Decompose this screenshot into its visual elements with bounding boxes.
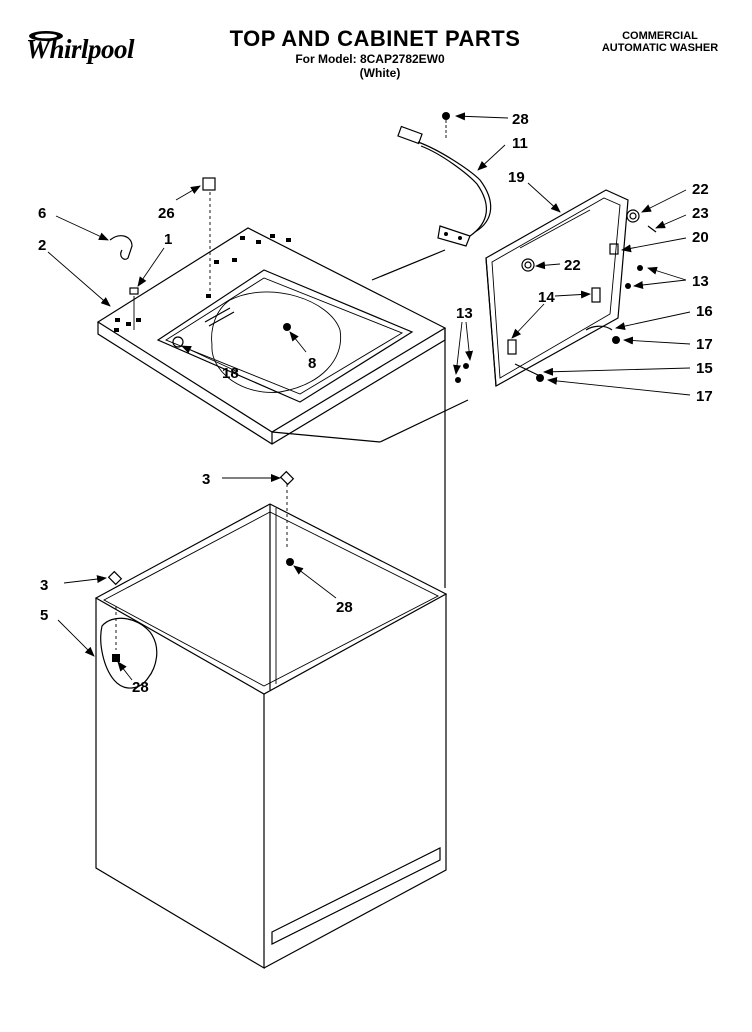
washer-top-panel — [96, 227, 469, 588]
model-color: (White) — [359, 66, 401, 80]
callout-5: 5 — [40, 607, 48, 624]
callout-17-upper: 17 — [696, 336, 713, 353]
callout-28-cabinet-rear: 28 — [336, 599, 353, 616]
callout-28-cabinet-front: 28 — [132, 679, 149, 696]
callout-18: 18 — [222, 365, 239, 382]
callout-11-harness: 11 — [512, 135, 528, 152]
callout-13-right: 13 — [692, 273, 709, 290]
product-type-line-2: AUTOMATIC WASHER — [601, 42, 719, 54]
brand-logo: Whirlpool — [26, 34, 135, 64]
callout-28-bolt: 28 — [512, 111, 529, 128]
callout-6: 6 — [38, 205, 46, 222]
top-panel-fasteners — [109, 177, 216, 330]
callout-22-grommet-top: 22 — [692, 181, 709, 198]
callout-13-left: 13 — [456, 305, 473, 322]
brand-swoosh-icon — [29, 31, 63, 41]
callout-20: 20 — [692, 229, 709, 246]
callout-3-front: 3 — [40, 577, 48, 594]
callout-22-grommet-panel: 22 — [564, 257, 581, 274]
callout-15: 15 — [696, 360, 713, 377]
model-number: For Model: 8CAP2782EW0 — [295, 52, 445, 66]
rear-panel — [455, 189, 657, 387]
callout-2: 2 — [38, 237, 46, 254]
page-title: TOP AND CABINET PARTS — [229, 26, 521, 51]
callout-23: 23 — [692, 205, 709, 222]
lid-switch-harness — [397, 112, 492, 247]
washer-cabinet — [94, 470, 448, 970]
callout-8: 8 — [308, 355, 316, 372]
callout-3-rear: 3 — [202, 471, 210, 488]
callout-leaders — [47, 112, 691, 681]
callout-26: 26 — [158, 205, 175, 222]
callout-1: 1 — [164, 231, 172, 248]
product-type-line-1: COMMERCIAL — [622, 30, 698, 42]
callout-16: 16 — [696, 303, 713, 320]
callout-17-lower: 17 — [696, 388, 713, 405]
callout-19-rear-panel: 19 — [508, 169, 525, 186]
callout-14: 14 — [538, 289, 555, 306]
